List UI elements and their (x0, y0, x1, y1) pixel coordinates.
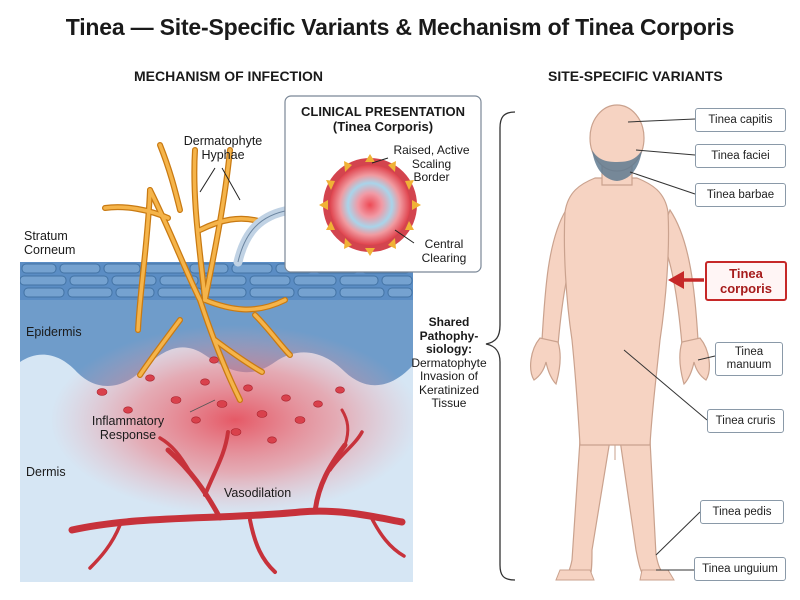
central-clearing-label: Central Clearing (421, 237, 467, 265)
variant-tinea-faciei: Tinea faciei (695, 144, 786, 168)
variant-tinea-capitis: Tinea capitis (695, 108, 786, 132)
variant-tinea-manuum: Tinea manuum (715, 342, 783, 376)
vasodilation-label: Vasodilation (224, 486, 292, 500)
variant-tinea-cruris: Tinea cruris (707, 409, 784, 433)
lesion-illustration (319, 154, 421, 256)
hyphae-label: Dermatophyte Hyphae (183, 134, 263, 162)
dermis-label: Dermis (26, 465, 66, 479)
inflammatory-response-label: Inflammatory Response (91, 414, 165, 442)
mechanism-heading: MECHANISM OF INFECTION (134, 68, 323, 84)
shared-pathophysiology: Shared Pathophy- siology: Dermatophyte I… (411, 315, 487, 411)
variant-tinea-corporis: Tinea corporis (705, 261, 787, 301)
epidermis-label: Epidermis (26, 325, 82, 339)
page-title: Tinea — Site-Specific Variants & Mechani… (65, 14, 735, 40)
human-figure (530, 104, 710, 579)
beard (592, 150, 642, 181)
shared-text: Dermatophyte Invasion of Keratinized Tis… (411, 355, 487, 410)
variant-tinea-barbae: Tinea barbae (695, 183, 786, 207)
inflammatory-cells (96, 356, 345, 444)
variant-leaders (623, 118, 716, 571)
blood-vessels (68, 408, 406, 574)
shared-heading: Shared Pathophy- siology: (419, 315, 479, 356)
variant-tinea-unguium: Tinea unguium (694, 557, 786, 581)
variant-tinea-pedis: Tinea pedis (700, 500, 784, 524)
hyphae-pointers (199, 167, 241, 201)
variants-heading: SITE-SPECIFIC VARIANTS (548, 68, 723, 84)
clinical-title: CLINICAL PRESENTATION (Tinea Corporis) (301, 104, 465, 134)
scaling-border-label: Raised, Active Scaling Border (393, 143, 470, 184)
stratum-corneum-label: Stratum Corneum (24, 229, 76, 257)
variants-bracket (485, 111, 516, 581)
